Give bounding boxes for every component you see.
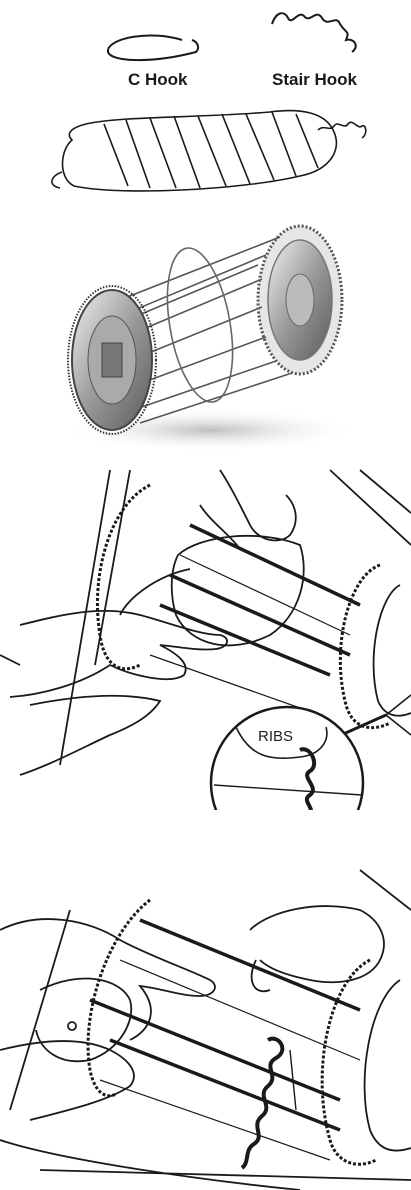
basket-gear-end [258, 226, 342, 374]
basket-rods [90, 920, 360, 1130]
hooks-panel: C Hook Stair Hook [0, 0, 411, 200]
inserting-hook-panel [0, 810, 411, 1190]
stair-hook-label: Stair Hook [272, 70, 357, 90]
loading-basket-panel: RIBS [0, 465, 411, 810]
inserting-hook-illustration [0, 810, 411, 1190]
rotisserie-basket-illustration [0, 215, 411, 465]
oven-frame [0, 870, 411, 1190]
stair-hook-icon [272, 13, 356, 52]
hooks-illustration [0, 0, 411, 200]
basket-end-plate [68, 286, 156, 434]
ribs-label: RIBS [258, 728, 293, 745]
hands [0, 906, 384, 1120]
c-hook-label: C Hook [128, 70, 188, 90]
meat-tube [36, 979, 131, 1062]
basket-gear-right [322, 960, 411, 1164]
wrapped-meat-roll [52, 111, 366, 191]
c-hook-icon [108, 35, 198, 60]
basket-gear-left [88, 900, 150, 1096]
rotisserie-basket-panel [0, 215, 411, 465]
